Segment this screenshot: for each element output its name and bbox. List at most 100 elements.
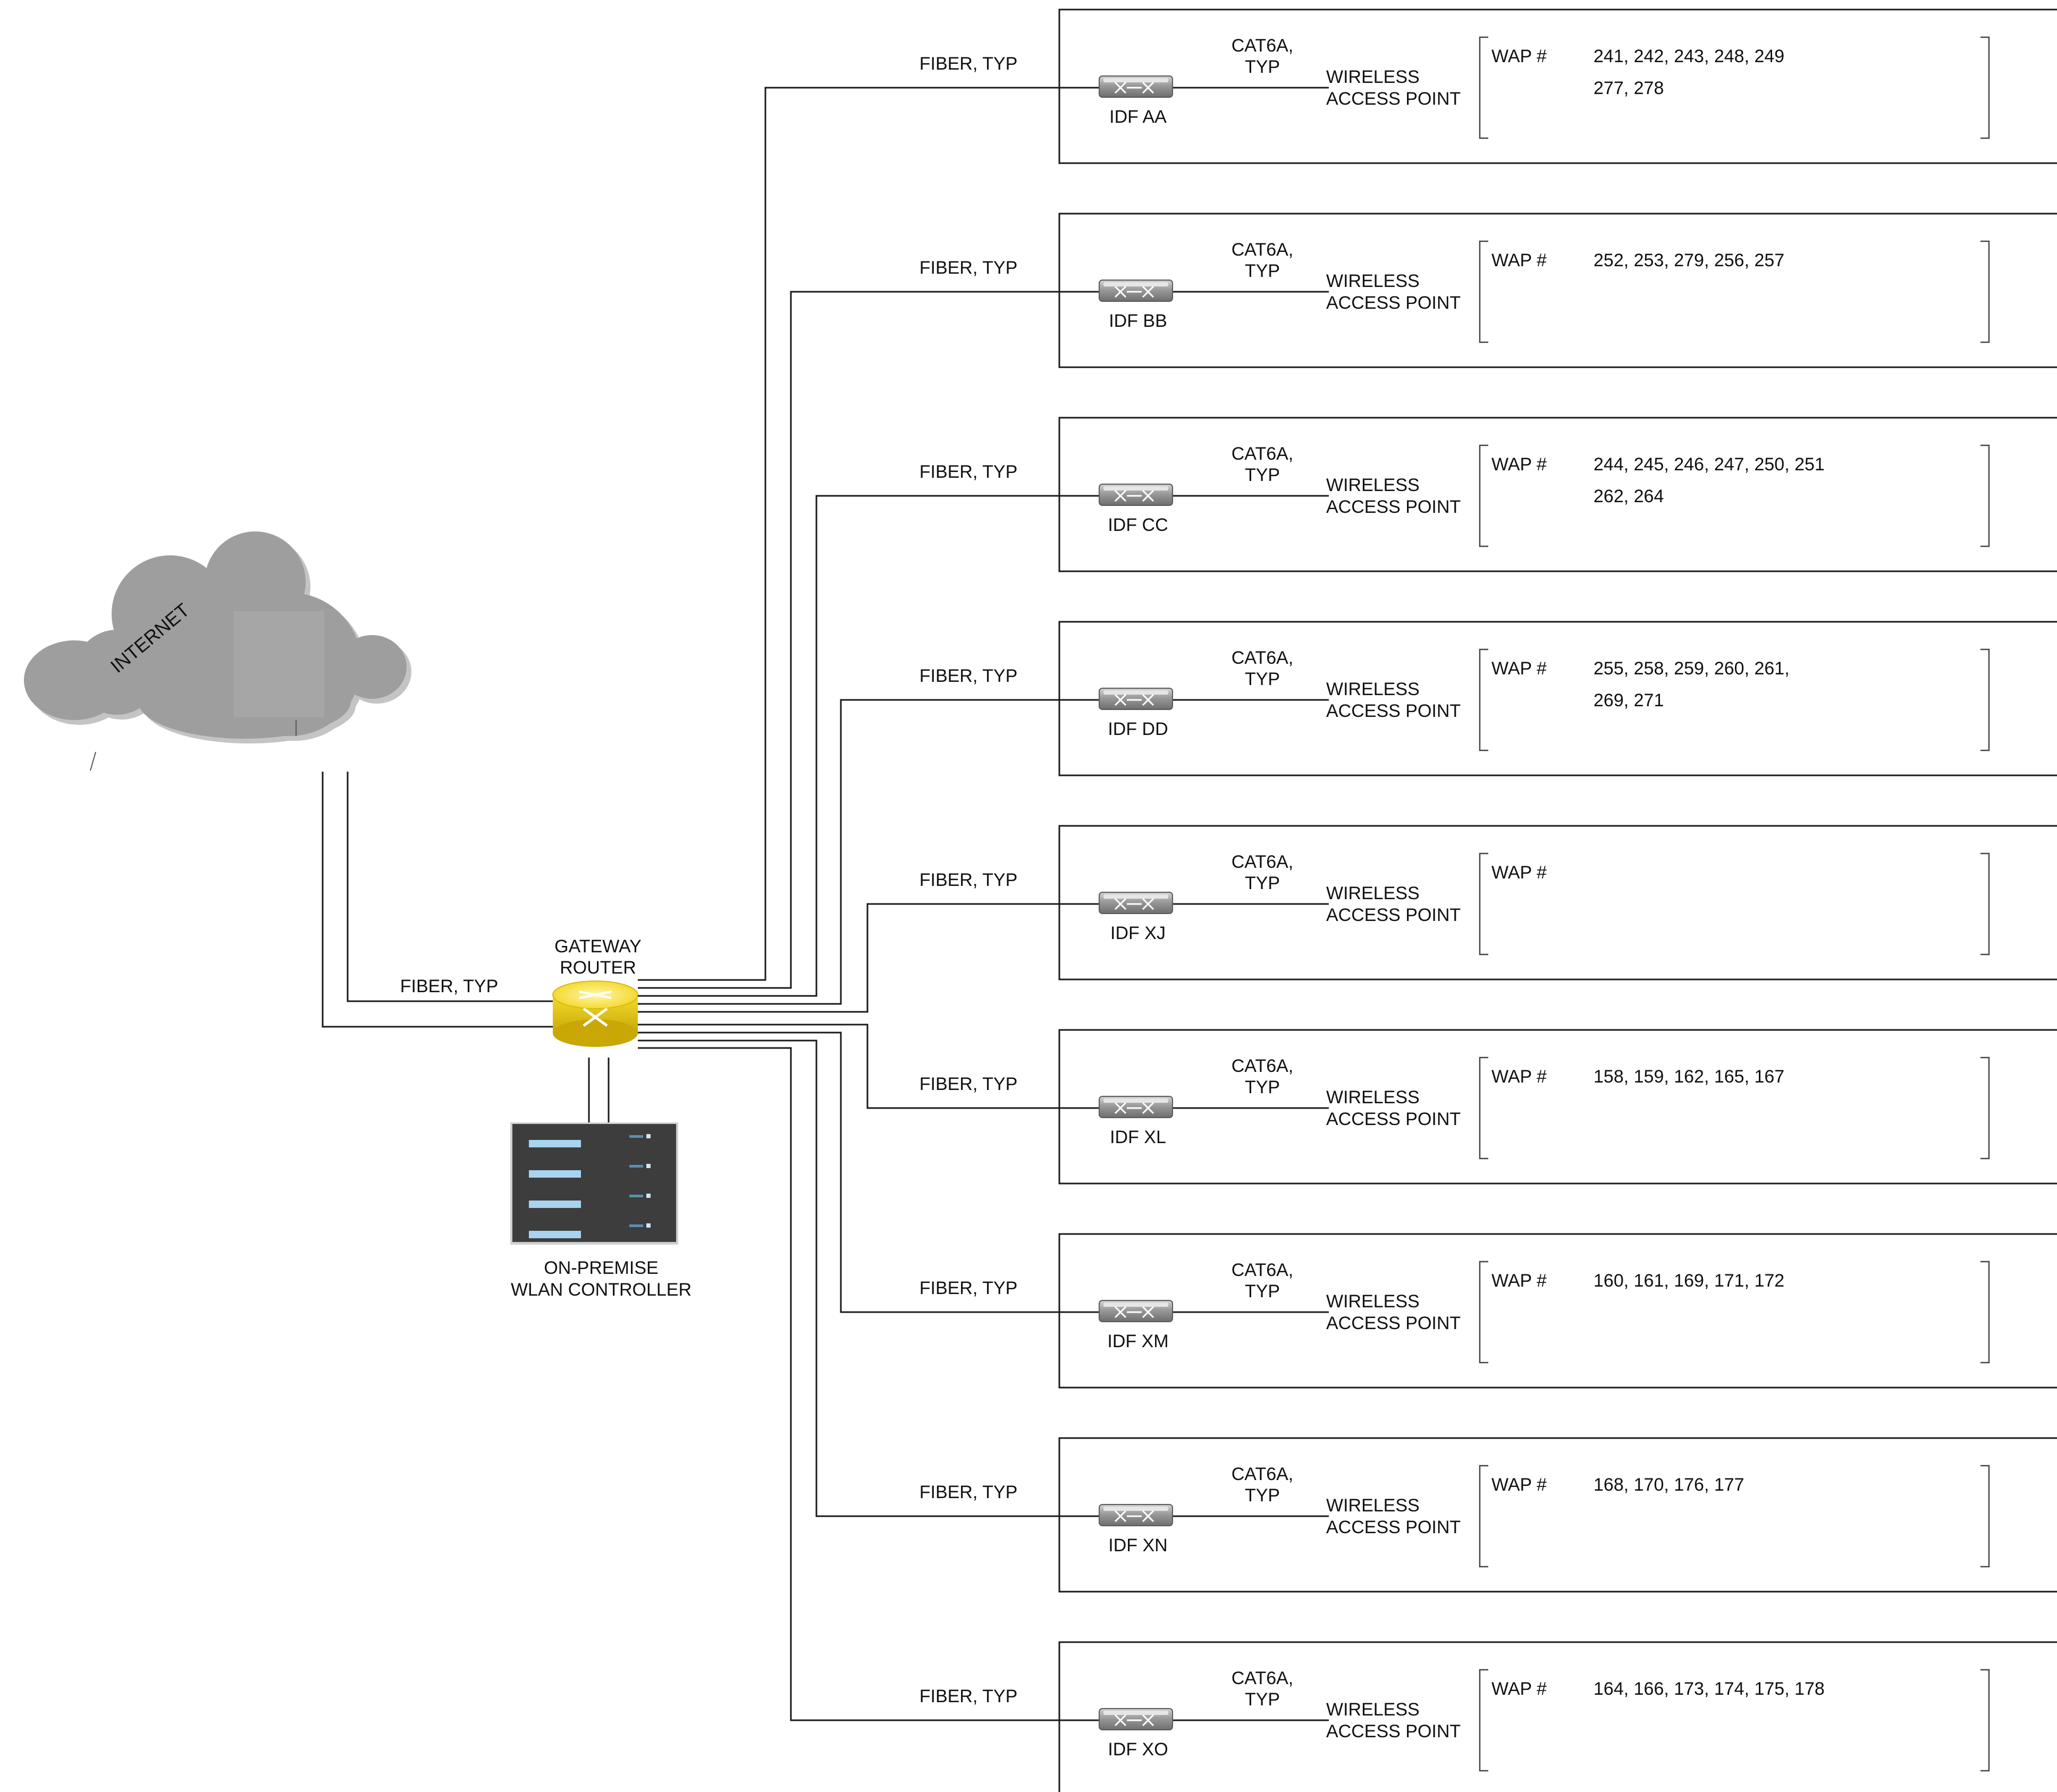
wap-bracket-left (1479, 444, 1488, 547)
fiber-run (638, 1047, 1099, 1721)
cat6a-label-line2: TYP (1245, 1077, 1280, 1097)
fiber-run (638, 1039, 1099, 1517)
wap-label-line2: ACCESS POINT (1326, 905, 1461, 925)
cat6a-label-line1: CAT6A, (1232, 852, 1294, 872)
cat6a-label-line2: TYP (1245, 1281, 1280, 1301)
controller-label-line2: WLAN CONTROLLER (511, 1280, 692, 1300)
wap-bracket-right (1980, 240, 1990, 343)
wap-bracket-right (1980, 852, 1990, 956)
idf-name: IDF XL (1110, 1127, 1166, 1147)
wap-label-line2: ACCESS POINT (1326, 497, 1461, 517)
wap-bracket-right (1980, 648, 1990, 751)
cat6a-label-line1: CAT6A, (1232, 240, 1294, 260)
idf-name: IDF XO (1108, 1739, 1168, 1760)
fiber-label: FIBER, TYP (920, 1686, 1018, 1706)
fiber-run (638, 291, 1099, 989)
wap-bracket-left (1479, 1465, 1488, 1568)
wap-numbers-line1: 158, 159, 162, 165, 167 (1594, 1067, 1784, 1087)
idf-panel-frame (1058, 1641, 2057, 1792)
wap-label-line2: ACCESS POINT (1326, 89, 1461, 109)
wap-label-line1: WIRELESS (1326, 883, 1420, 903)
idf-name: IDF DD (1108, 719, 1168, 739)
wap-label-line2: ACCESS POINT (1326, 293, 1461, 313)
wap-list-header: WAP # (1491, 1679, 1547, 1699)
wap-label-line1: WIRELESS (1326, 1087, 1420, 1108)
fiber-run (638, 1024, 1099, 1109)
wap-list-header: WAP # (1491, 1271, 1547, 1291)
network-switch-icon (1099, 280, 1173, 302)
wap-list-header: WAP # (1491, 658, 1547, 679)
wap-bracket-left (1479, 1261, 1488, 1364)
idf-panel-frame (1058, 621, 2057, 776)
wap-list-header: WAP # (1491, 250, 1547, 271)
fiber-run (638, 699, 1099, 1005)
wap-bracket-right (1980, 1669, 1990, 1772)
idf-panel-frame (1058, 213, 2057, 368)
wap-numbers-line2: 269, 271 (1594, 690, 1664, 711)
network-switch-icon (1099, 75, 1173, 98)
network-switch-icon (1099, 1708, 1173, 1730)
fiber-label: FIBER, TYP (920, 1278, 1018, 1298)
wap-bracket-left (1479, 240, 1488, 343)
wap-bracket-left (1479, 36, 1488, 139)
gateway-label-line2: ROUTER (560, 958, 636, 978)
network-switch-icon (1099, 484, 1173, 506)
network-switch-icon (1099, 892, 1173, 914)
cat6a-label-line2: TYP (1245, 57, 1280, 77)
wap-numbers-line1: 160, 161, 169, 171, 172 (1594, 1271, 1784, 1291)
cat6a-label-line2: TYP (1245, 261, 1280, 281)
idf-name: IDF AA (1109, 107, 1167, 127)
wap-label-line2: ACCESS POINT (1326, 1109, 1461, 1129)
wap-numbers-line1: 168, 170, 176, 177 (1594, 1475, 1744, 1495)
wap-bracket-left (1479, 1669, 1488, 1772)
cat6a-label-line1: CAT6A, (1232, 648, 1294, 668)
wap-bracket-left (1479, 852, 1488, 956)
wap-label-line1: WIRELESS (1326, 1495, 1420, 1516)
wap-label-line2: ACCESS POINT (1326, 1517, 1461, 1537)
fiber-runs (638, 87, 1099, 1721)
idf-name: IDF XN (1108, 1535, 1167, 1556)
idf-panel-frame (1058, 1233, 2057, 1389)
cat6a-label-line2: TYP (1245, 1689, 1280, 1710)
wap-bracket-right (1980, 1056, 1990, 1160)
wap-label-line2: ACCESS POINT (1326, 1313, 1461, 1333)
wap-numbers-line1: 164, 166, 173, 174, 175, 178 (1594, 1679, 1825, 1699)
fiber-label: FIBER, TYP (920, 258, 1018, 278)
fiber-label: FIBER, TYP (920, 870, 1018, 890)
internet-cloud-icon (24, 531, 411, 771)
wap-numbers-line2: 262, 264 (1594, 486, 1664, 506)
idf-name: IDF XM (1107, 1331, 1168, 1351)
idf-panel-frame (1058, 825, 2057, 980)
cat6a-label-line1: CAT6A, (1232, 1260, 1294, 1280)
cat6a-label-line2: TYP (1245, 669, 1280, 689)
wap-bracket-left (1479, 648, 1488, 751)
wap-label-line2: ACCESS POINT (1326, 701, 1461, 721)
wap-numbers-line1: 252, 253, 279, 256, 257 (1594, 250, 1784, 271)
fiber-label: FIBER, TYP (920, 54, 1018, 74)
cat6a-label-line2: TYP (1245, 465, 1280, 485)
cat6a-label-line1: CAT6A, (1232, 36, 1294, 56)
wap-list-header: WAP # (1491, 454, 1547, 475)
network-switch-icon (1099, 1504, 1173, 1526)
network-switch-icon (1099, 1300, 1173, 1322)
controller-label-line1: ON-PREMISE (544, 1258, 658, 1278)
wap-label-line1: WIRELESS (1326, 67, 1420, 87)
fiber-label: FIBER, TYP (920, 1074, 1018, 1094)
wap-list-header: WAP # (1491, 863, 1547, 883)
wap-numbers-line1: 244, 245, 246, 247, 250, 251 (1594, 454, 1825, 475)
cat6a-label-line1: CAT6A, (1232, 444, 1294, 464)
idf-panel-frame (1058, 1437, 2057, 1593)
cat6a-label-line1: CAT6A, (1232, 1668, 1294, 1688)
idf-panel-frame (1058, 1029, 2057, 1185)
fiber-label: FIBER, TYP (920, 462, 1018, 482)
wap-numbers-line2: 277, 278 (1594, 78, 1664, 98)
cat6a-label-line1: CAT6A, (1232, 1464, 1294, 1484)
gateway-label-line1: GATEWAY (554, 936, 642, 957)
